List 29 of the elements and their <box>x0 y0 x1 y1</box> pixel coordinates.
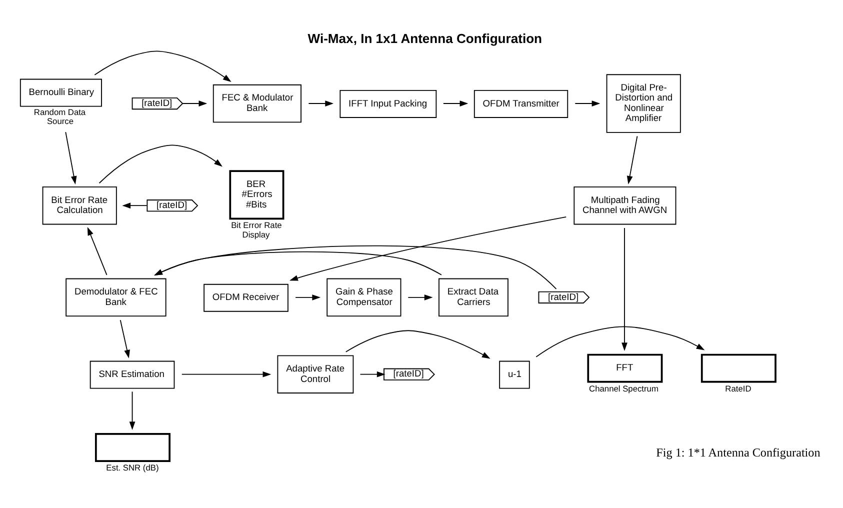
arrow <box>574 100 600 106</box>
arrow <box>442 100 468 106</box>
arrow <box>536 326 705 358</box>
arrow <box>154 245 557 290</box>
node-label: Channel Spectrum <box>589 383 658 394</box>
node-label: Random Data Source <box>34 106 86 126</box>
arrow <box>295 294 321 300</box>
arrow <box>626 136 638 184</box>
diagram-title: Wi-Max, In 1x1 Antenna Configuration <box>308 30 542 46</box>
caption: Fig 1: 1*1 Antenna Configuration <box>656 446 820 460</box>
arrow <box>308 100 334 106</box>
arrow <box>65 132 77 185</box>
arrow <box>622 228 628 351</box>
arrow <box>408 294 433 300</box>
arrow <box>181 371 272 378</box>
node-label: Est. SNR (dB) <box>106 462 159 473</box>
arrow <box>289 216 567 281</box>
arrow <box>122 202 148 209</box>
arrow <box>154 251 442 276</box>
arrow <box>129 391 136 430</box>
arrow <box>182 100 208 106</box>
arrow <box>120 320 130 358</box>
arrow <box>94 50 232 82</box>
node-label: Bit Error Rate Display <box>231 220 282 240</box>
arrow <box>87 227 108 276</box>
arrow <box>360 371 386 378</box>
arrow <box>345 330 490 359</box>
arrow <box>98 144 222 184</box>
node-label: RateID <box>725 383 752 394</box>
